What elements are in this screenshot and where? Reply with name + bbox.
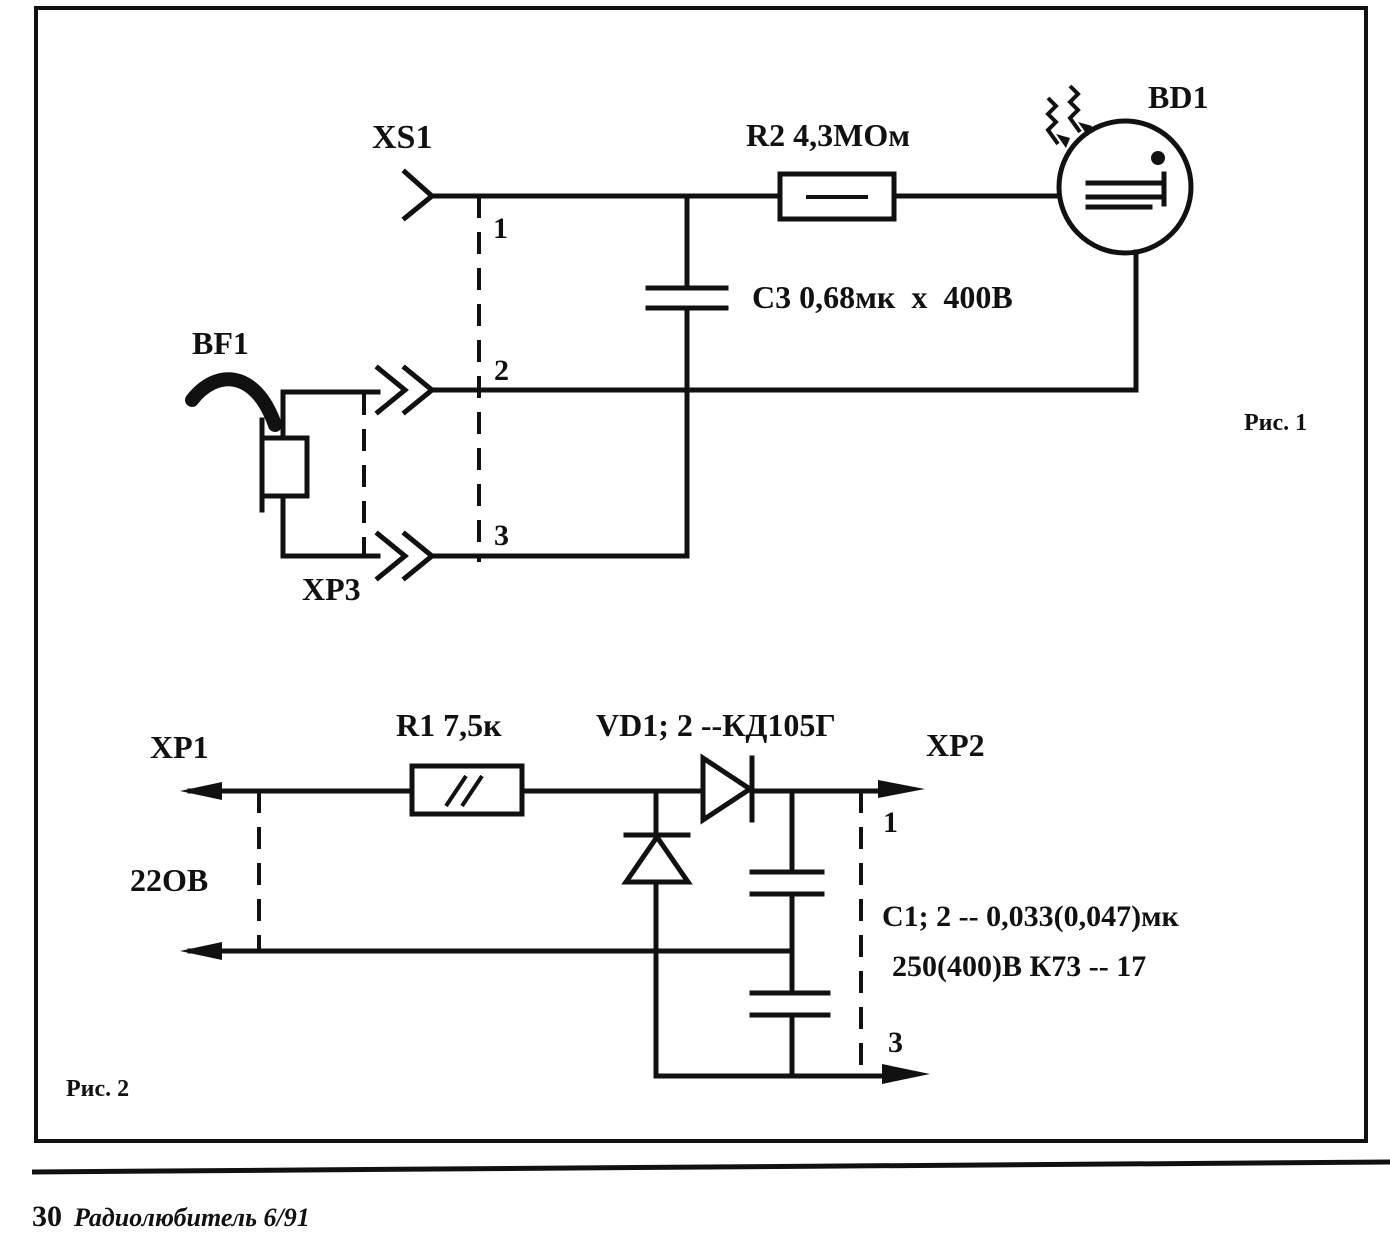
journal-name: Радиолюбитель 6/91 [74,1203,310,1232]
figure-1: XS1 R2 4,3МОм BD1 С3 0,68мк х 400В BF1 X… [185,79,1307,607]
label-pin3: 3 [888,1026,903,1059]
label-voltage: 22OB [130,862,208,898]
label-xp2: XP2 [926,727,985,763]
label-xs1: XS1 [372,119,432,156]
label-r1: R1 7,5к [396,707,502,743]
xp2-arrow-3 [882,1064,930,1084]
label-pin1: 1 [883,806,898,839]
xp2-arrow-1 [878,780,925,798]
caption-fig1: Рис. 1 [1244,410,1307,436]
label-pin2: 2 [494,354,509,387]
plug-2 [374,364,409,416]
label-xp3: XP3 [302,571,361,607]
xp1-arrow-top [180,782,222,800]
vd1-diode [700,753,755,825]
label-xp1: XP1 [150,729,209,765]
label-r2: R2 4,3МОм [746,117,910,153]
vd2-diode [621,832,693,885]
figure-2: XP1 R1 7,5к VD1; 2 --КД105Г XP2 22OB C1;… [66,707,1180,1102]
r1-resistor [409,763,525,817]
label-pin1: 1 [493,212,508,245]
page-footer: 30 Радиолюбитель 6/91 [32,1200,310,1234]
xp1-arrow-bottom [180,942,222,960]
frame [34,6,1368,1143]
bd1-sensor [1045,84,1194,256]
page-number: 30 [32,1200,62,1233]
caption-fig2: Рис. 2 [66,1076,129,1102]
label-vd: VD1; 2 --КД105Г [596,707,836,743]
label-c3: С3 0,68мк х 400В [752,279,1013,315]
plug-3 [374,530,409,582]
footer-rule [31,1159,1390,1175]
label-bd1: BD1 [1148,79,1208,115]
label-pin3: 3 [494,519,509,552]
xs1-socket [401,168,436,222]
label-bf1: BF1 [192,325,249,361]
label-c12-line1: C1; 2 -- 0,033(0,047)мк [882,900,1180,933]
label-c12-line2: 250(400)В К73 -- 17 [892,950,1146,983]
bf1-earphone [185,372,381,559]
